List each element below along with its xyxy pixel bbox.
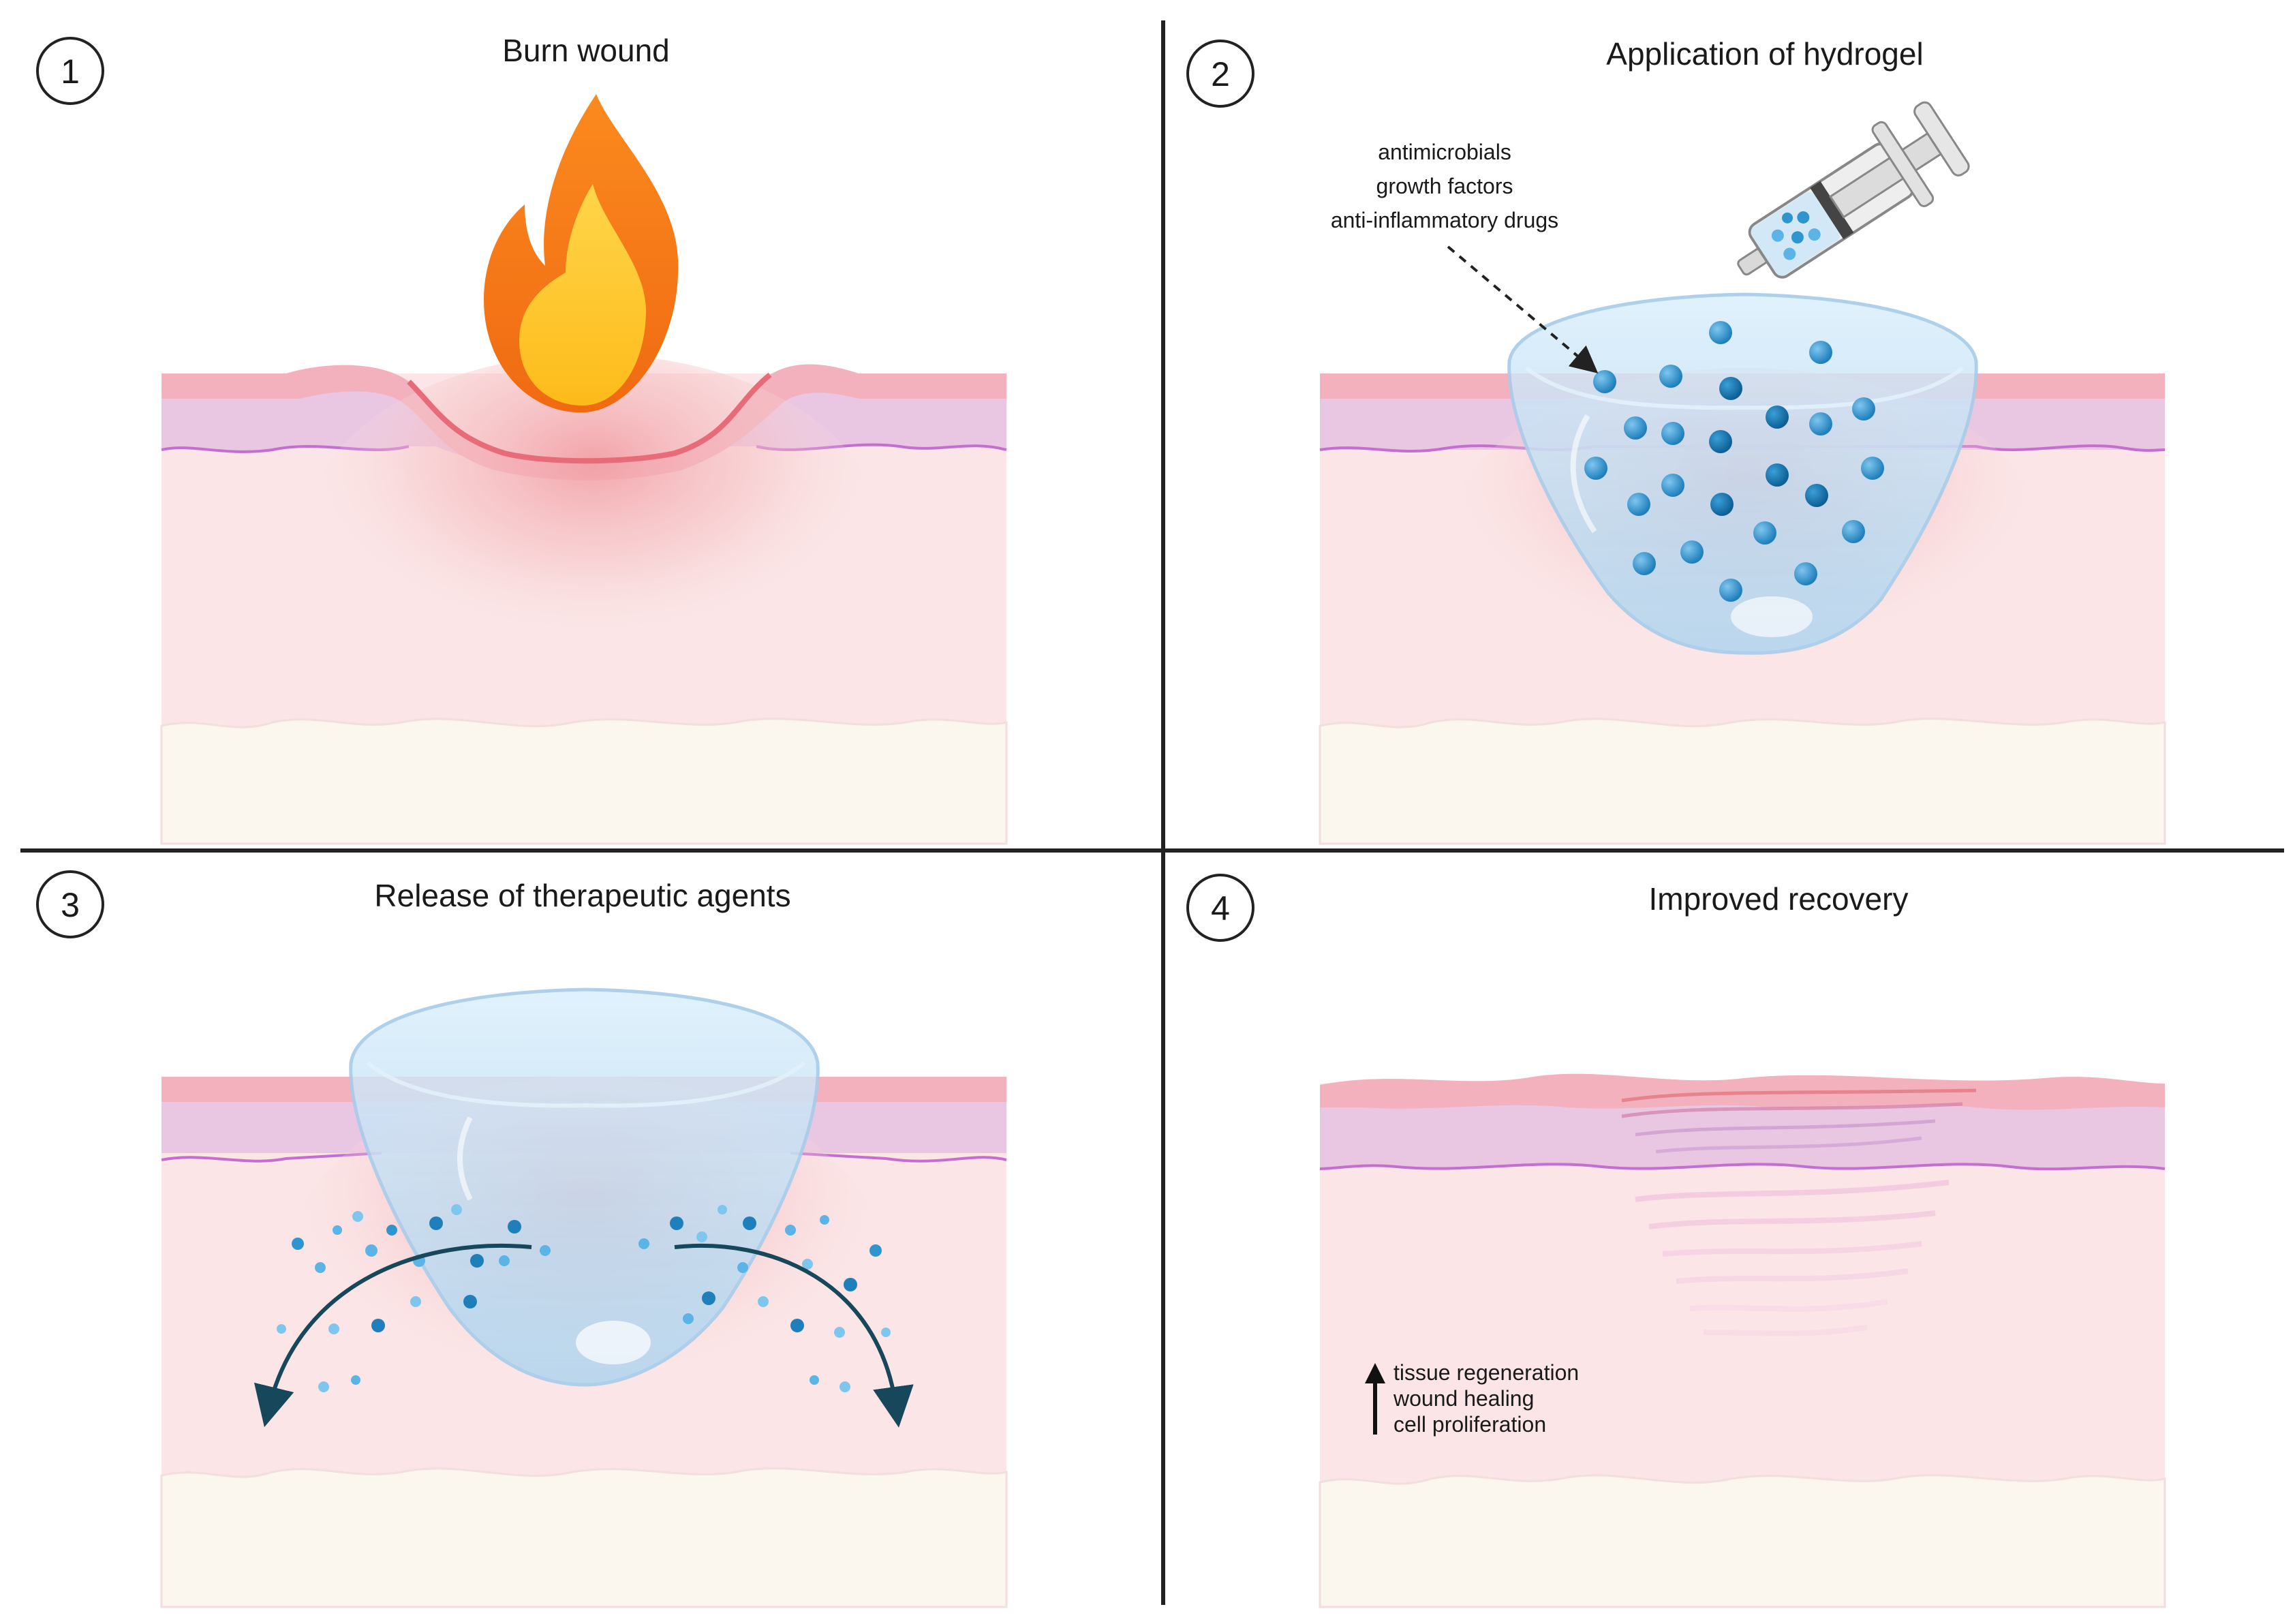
panel-2: 2 Application of hydrogel: [1186, 36, 2166, 845]
panel-number-circle: [1186, 40, 1254, 108]
panel-number-circle: [1186, 874, 1254, 942]
panel-title: Burn wound: [502, 33, 670, 68]
panel-title: Improved recovery: [1649, 881, 1909, 917]
drug-label: anti-inflammatory drugs: [1331, 208, 1558, 232]
hydrogel: [1507, 292, 1978, 655]
panel-number: 3: [61, 886, 80, 924]
drug-label: growth factors: [1376, 174, 1513, 198]
dashed-pointer-arrow: [1447, 245, 1599, 373]
up-arrow-icon: [1365, 1363, 1385, 1435]
panel-number-circle: [36, 870, 104, 938]
panel-number-circle: [36, 37, 104, 105]
healed-skin-block: [1319, 1073, 2166, 1608]
curved-arrow-icon: [253, 1243, 532, 1428]
outcome-label: wound healing: [1393, 1386, 1534, 1411]
panel-number: 2: [1211, 55, 1230, 93]
panel-title: Application of hydrogel: [1606, 36, 1923, 72]
outcome-label: tissue regeneration: [1393, 1360, 1579, 1385]
hydrogel: [349, 987, 820, 1387]
panel-number: 4: [1211, 889, 1230, 928]
drug-label: antimicrobials: [1378, 140, 1511, 164]
outcome-label: cell proliferation: [1393, 1412, 1546, 1437]
panel-3: 3 Release of therapeutic agents: [36, 870, 1008, 1608]
curved-arrow-icon: [674, 1243, 914, 1428]
flame-icon: [484, 94, 679, 413]
skin-block: [160, 1077, 1008, 1608]
panel-number: 1: [61, 52, 80, 91]
syringe-icon: [1737, 101, 1970, 279]
therapeutic-particles: [1584, 321, 1884, 602]
panel-1: 1 Burn wound: [36, 33, 1008, 845]
panel-title: Release of therapeutic agents: [374, 878, 790, 913]
panel-4: 4 Improved recovery tissue regeneration …: [1186, 874, 2166, 1608]
drug-list: antimicrobials growth factors anti-infla…: [1331, 140, 1599, 373]
skin-block: [160, 354, 1008, 845]
